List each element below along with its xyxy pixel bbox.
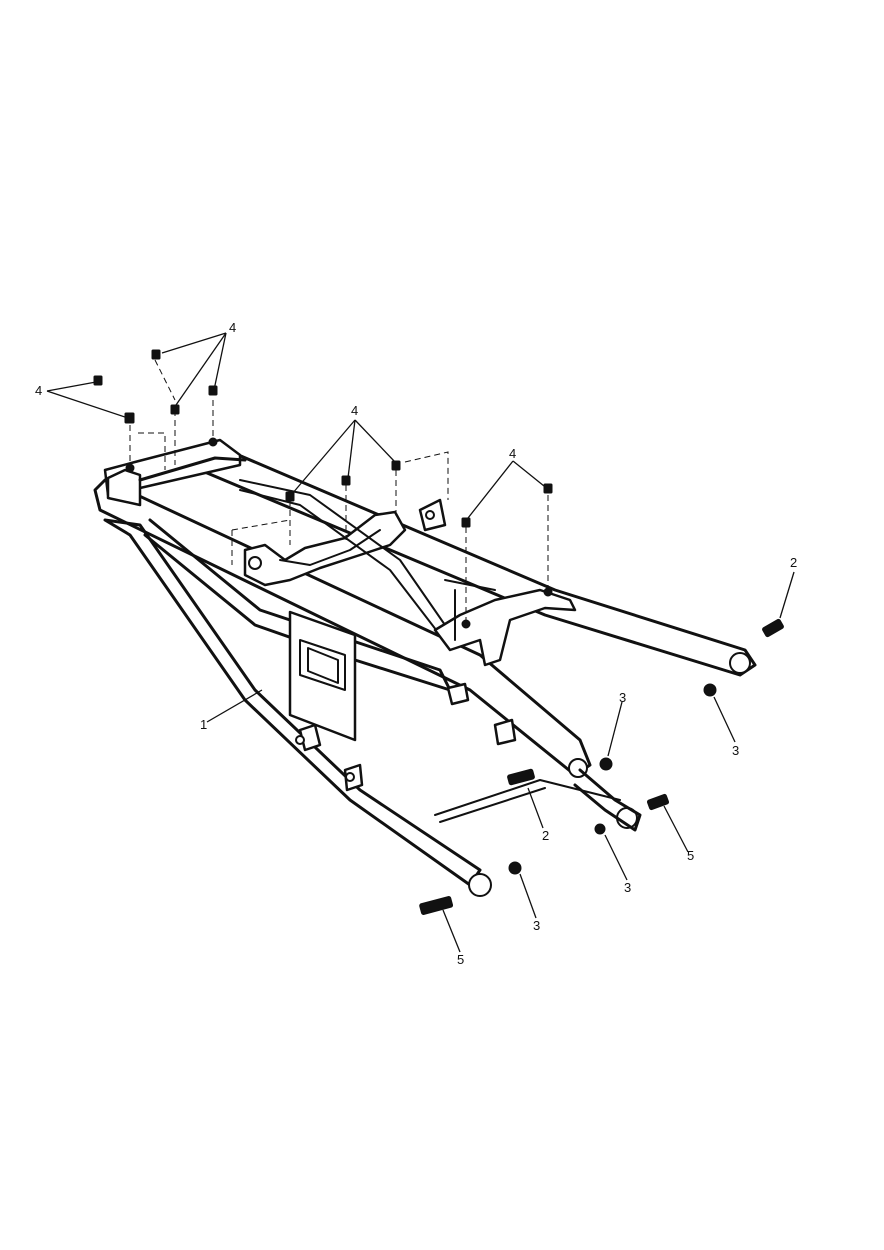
rear-subframe [93,438,757,897]
nut-icon [508,683,717,875]
callout-5-right: 5 [687,848,694,863]
callout-labels: 1 2 2 3 3 3 3 4 4 4 4 5 5 [35,320,797,967]
callout-5-bottom: 5 [457,952,464,967]
bolt-icon [93,349,553,629]
callout-4-left: 4 [35,383,42,398]
callout-4-center: 4 [351,403,358,418]
callout-1: 1 [200,717,207,732]
callout-4-top: 4 [229,320,236,335]
callout-3-right: 3 [732,743,739,758]
callout-2-right: 2 [790,555,797,570]
callout-3-upper: 3 [619,690,626,705]
callout-4-right: 4 [509,446,516,461]
callout-3-bottom: 3 [533,918,540,933]
fasteners [93,349,784,915]
callout-3-lower: 3 [624,880,631,895]
leader-lines [46,332,795,953]
assembly-guide-lines [129,359,549,620]
hex-bolt-icon [419,618,784,915]
callout-2-center: 2 [542,828,549,843]
